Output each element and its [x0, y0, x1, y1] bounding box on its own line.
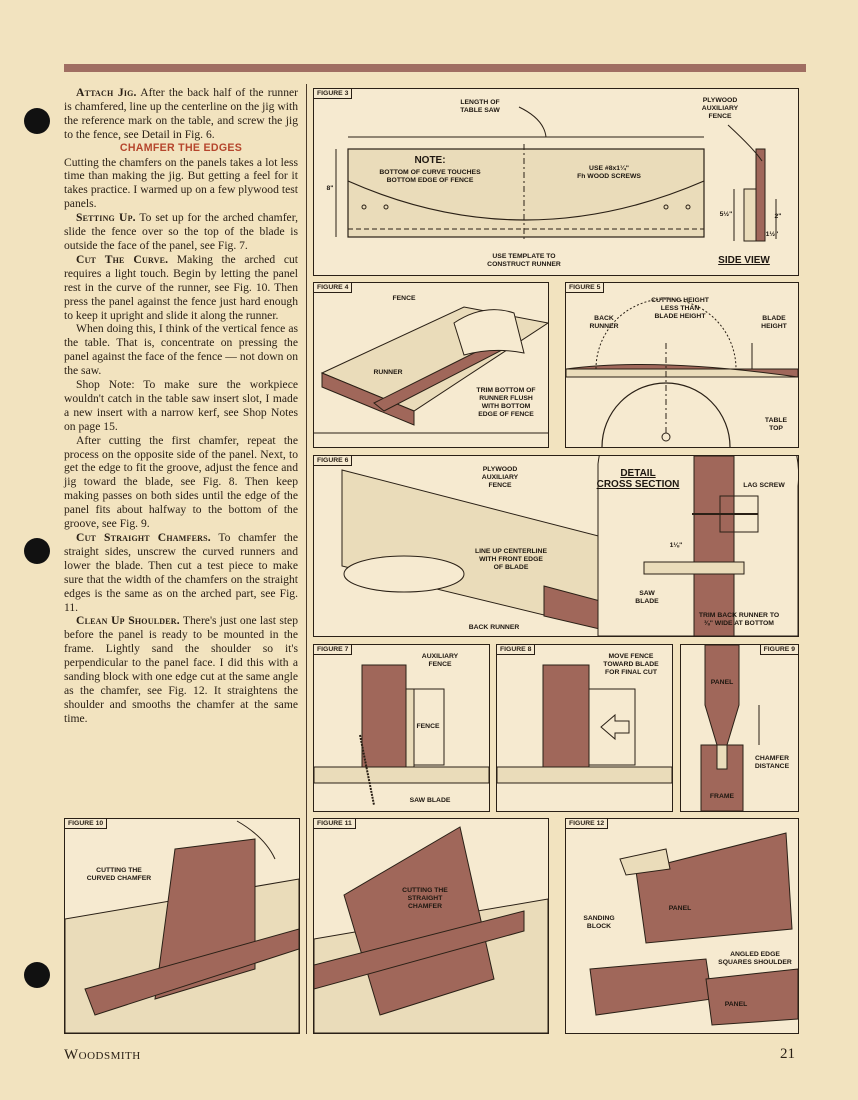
dim-8: 8"	[326, 185, 334, 192]
figure-7-drawing	[314, 664, 489, 806]
article-column: Attach Jig. After the back half of the r…	[64, 86, 298, 726]
binder-hole	[24, 108, 50, 134]
magazine-name: Woodsmith	[64, 1047, 141, 1063]
paragraph-clean: Clean Up Shoulder. There's just one last…	[64, 614, 298, 725]
paragraph-attach: Attach Jig. After the back half of the r…	[64, 86, 298, 141]
label-fence: FENCE	[416, 723, 440, 730]
paragraph-after: After cutting the first chamfer, repeat …	[64, 433, 298, 531]
binder-hole	[24, 962, 50, 988]
figure-6-drawing	[341, 456, 798, 636]
header-rule	[64, 64, 806, 72]
label-panel: PANEL	[668, 905, 692, 912]
dim-2: 2"	[774, 213, 782, 220]
label-back-runner: BACK RUNNER	[468, 624, 520, 631]
label-panel-2: PANEL	[724, 1001, 748, 1008]
subhead-chamfer: CHAMFER THE EDGES	[119, 141, 243, 154]
paragraph-straight: Cut Straight Chamfers. To chamfer the st…	[64, 531, 299, 614]
dim-1-5: 1½"	[765, 231, 779, 238]
figure-5-drawing	[566, 298, 798, 447]
label-side-view: SIDE VIEW	[718, 255, 770, 266]
dim-1-125: 1⅛"	[669, 542, 683, 549]
label-note-title: NOTE:	[414, 155, 446, 166]
paragraph-when: When doing this, I think of the vertical…	[64, 322, 298, 378]
label-frame: FRAME	[709, 793, 735, 800]
page-number: 21	[780, 1046, 795, 1062]
label-lag-screw: LAG SCREW	[743, 482, 785, 489]
dim-5-5: 5½"	[719, 211, 733, 218]
label-saw-blade: SAW BLADE	[409, 797, 451, 804]
label-fence: FENCE	[392, 295, 416, 302]
column-divider	[306, 84, 307, 1034]
paragraph-curve: Cut The Curve. Making the arched cut req…	[64, 252, 298, 322]
figure-11-drawing	[314, 826, 548, 1033]
paragraph-setting: Setting Up. To set up for the arched cha…	[64, 211, 299, 252]
figure-12-drawing	[589, 832, 798, 1026]
paragraph-shop-note: Shop Note: To make sure the workpiece wo…	[64, 378, 298, 433]
figure-10-drawing	[65, 820, 299, 1033]
figure-8-drawing	[497, 664, 672, 784]
label-runner: RUNNER	[373, 369, 403, 376]
figure-3-drawing	[335, 106, 777, 242]
binder-hole	[24, 538, 50, 564]
figure-9-drawing	[700, 645, 760, 811]
paragraph-intro: Cutting the chamfers on the panels takes…	[64, 155, 298, 211]
label-panel: PANEL	[710, 679, 734, 686]
label-screws: USE #8x1¼"Fh WOOD SCREWS	[577, 165, 641, 180]
figure-4-drawing	[314, 306, 548, 434]
